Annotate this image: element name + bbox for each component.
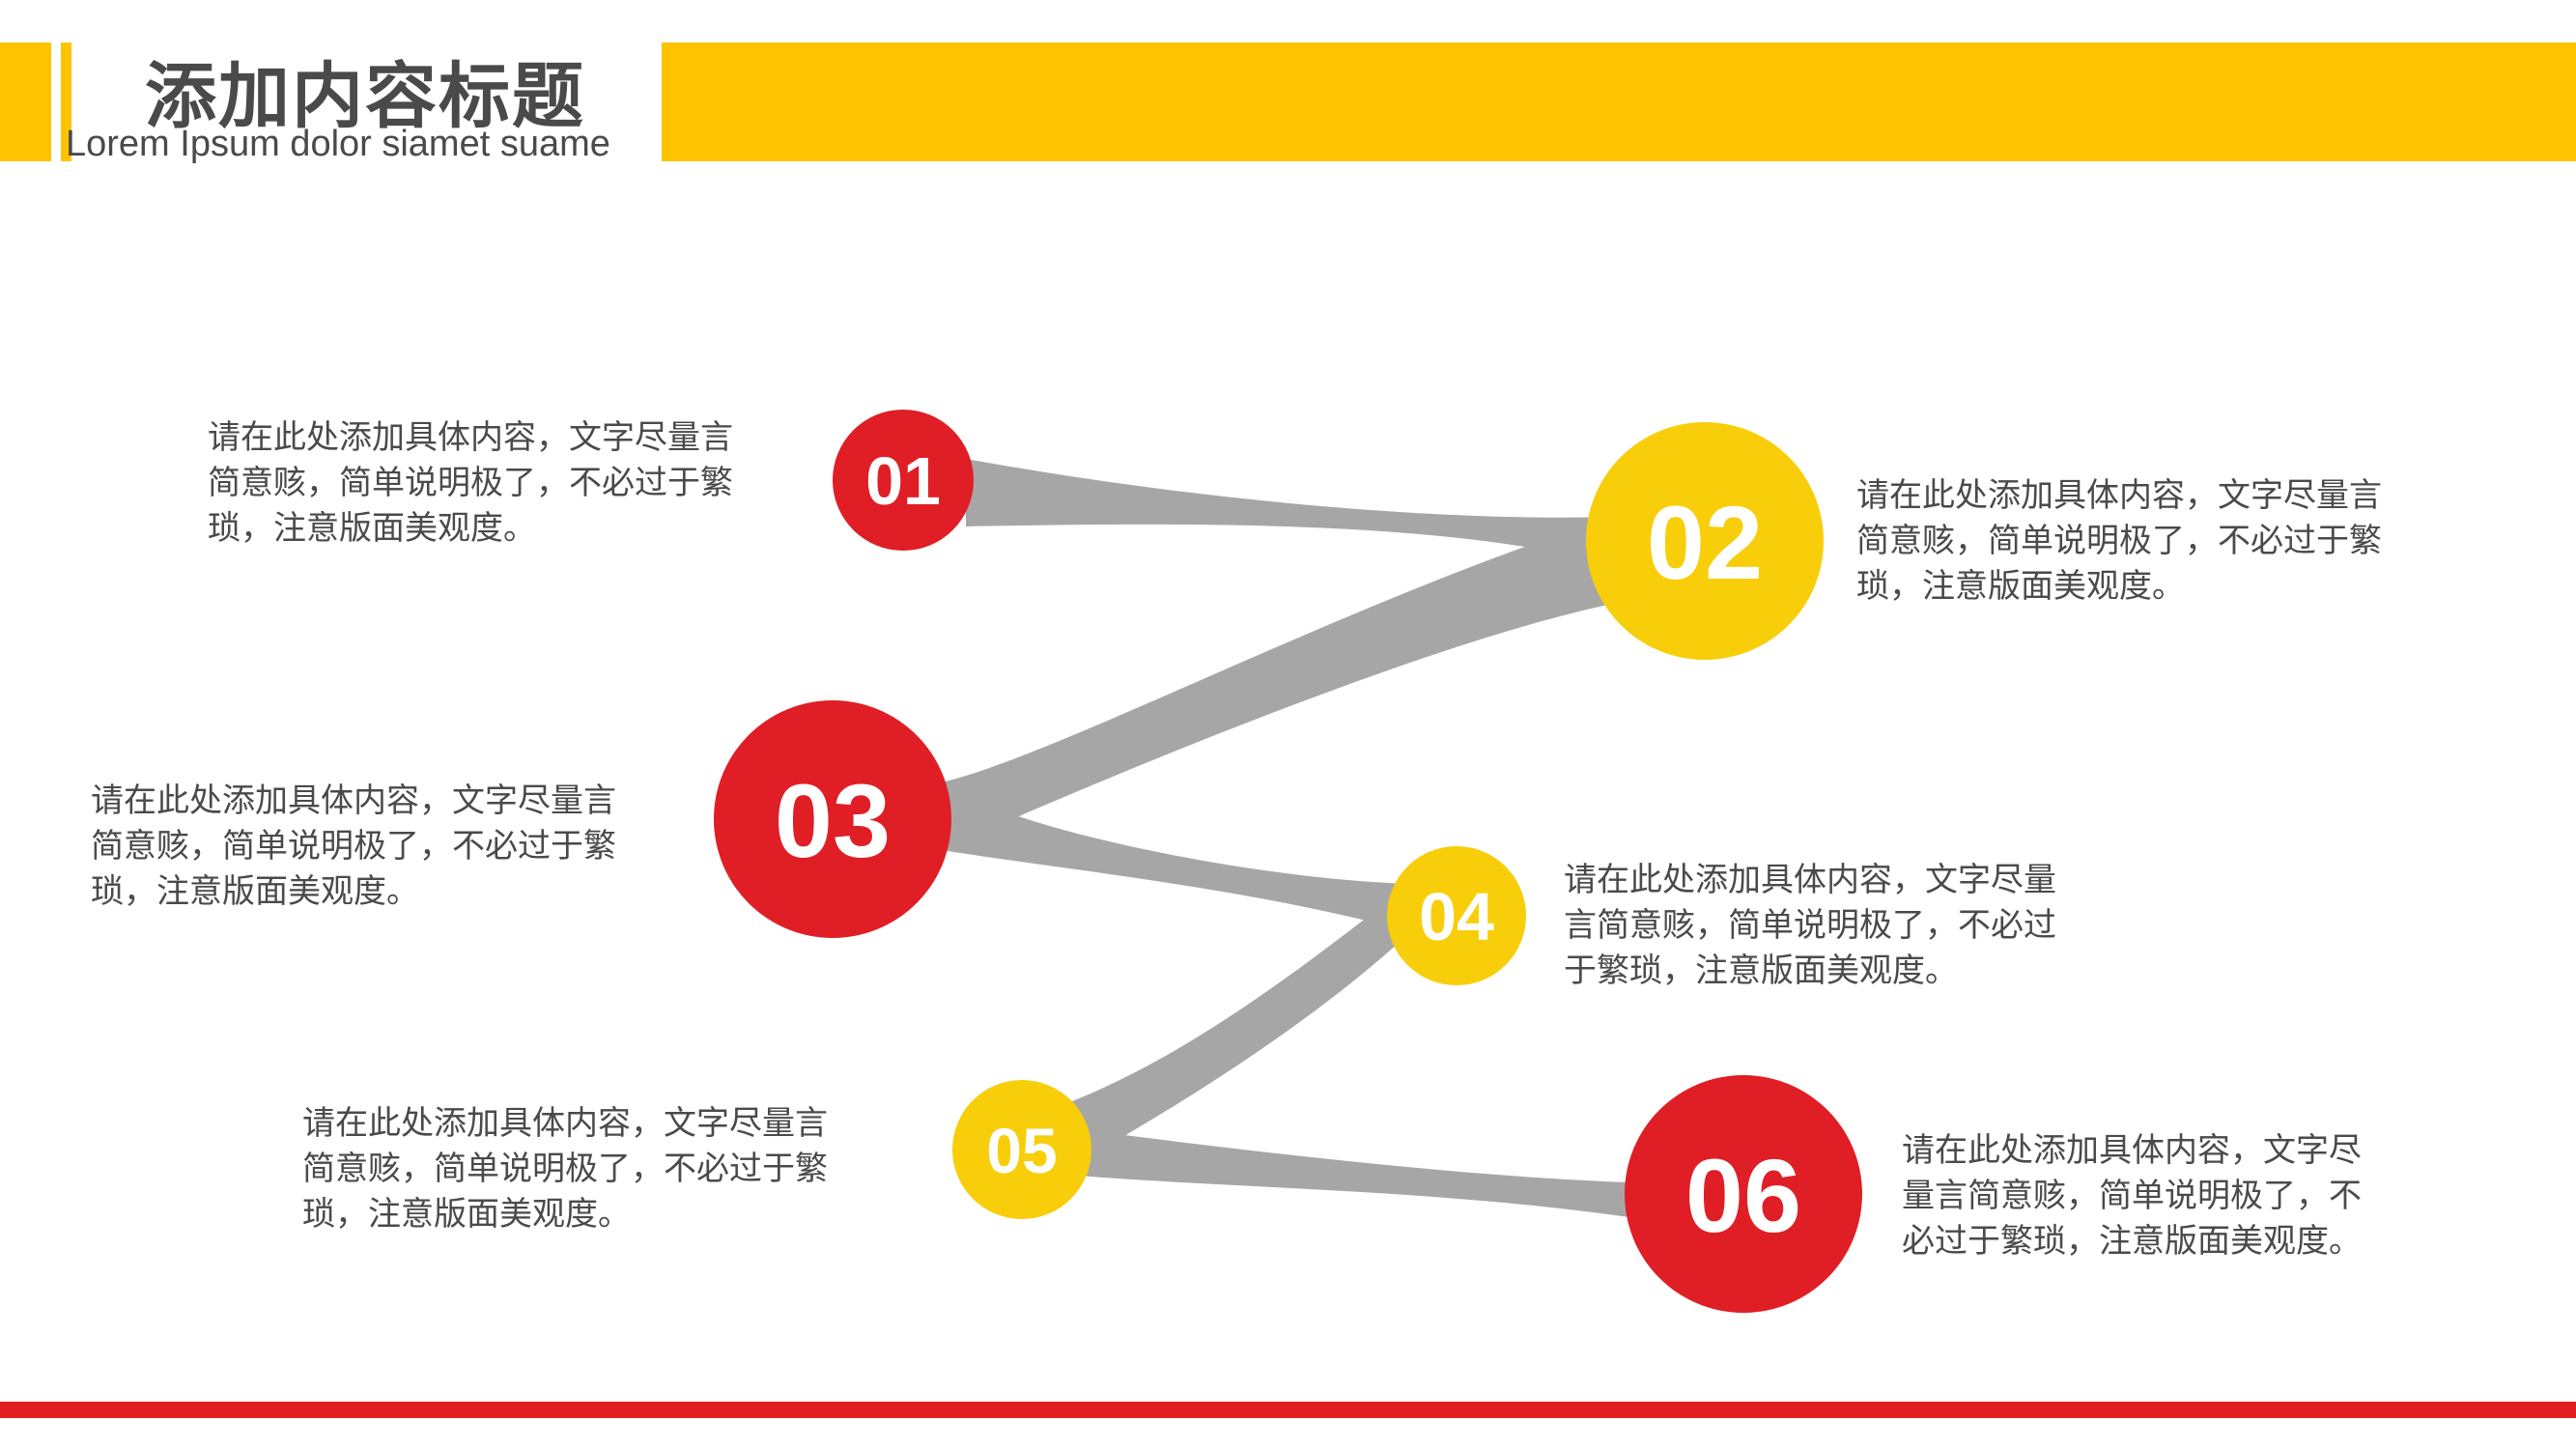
connectors [942, 459, 1661, 1222]
step-05-node: 05 [952, 1080, 1091, 1219]
step-06-description: 请在此处添加具体内容，文字尽量言简意赅，简单说明极了，不必过于繁琐，注意版面美观… [1902, 1128, 2362, 1264]
step-04-node: 04 [1387, 846, 1526, 985]
step-03-circle [714, 700, 951, 938]
step-06-number: 06 [1685, 1137, 1801, 1254]
step-05-number: 05 [986, 1115, 1057, 1186]
connector-01-02 [966, 459, 1613, 565]
step-06-node: 06 [1625, 1075, 1862, 1313]
description-line: 简意赅，简单说明极了，不必过于繁 [208, 464, 733, 502]
header-accent-bar-thin [61, 43, 71, 161]
description-line: 必过于繁琐，注意版面美观度。 [1902, 1222, 2362, 1261]
description-line: 量言简意赅，简单说明极了，不 [1902, 1177, 2362, 1215]
page-title: 添加内容标题 [145, 55, 585, 138]
connector-03-04 [942, 782, 1410, 932]
description-line: 请在此处添加具体内容，文字尽量言 [91, 781, 616, 820]
step-05-description: 请在此处添加具体内容，文字尽量言简意赅，简单说明极了，不必过于繁琐，注意版面美观… [302, 1101, 828, 1237]
step-04-description: 请在此处添加具体内容，文字尽量言简意赅，简单说明极了，不必过于繁琐，注意版面美观… [1564, 858, 2056, 994]
connector-04-05 [1014, 884, 1410, 1174]
description-line: 请在此处添加具体内容，文字尽量言 [1856, 476, 2382, 515]
description-line: 简意赅，简单说明极了，不必过于繁 [1856, 522, 2382, 560]
description-line: 于繁琐，注意版面美观度。 [1564, 952, 1958, 990]
description-line: 琐，注意版面美观度。 [302, 1195, 631, 1234]
header-accent-bar-right [662, 43, 2576, 161]
step-circles: 01 02 03 04 05 06 [714, 410, 1862, 1313]
step-03-node: 03 [714, 700, 951, 938]
description-line: 简意赅，简单说明极了，不必过于繁 [91, 827, 616, 866]
header-accent-bar-left [0, 43, 51, 161]
step-01-node: 01 [833, 410, 974, 551]
connector-05-06 [1014, 1121, 1661, 1222]
step-03-description: 请在此处添加具体内容，文字尽量言简意赅，简单说明极了，不必过于繁琐，注意版面美观… [91, 779, 616, 915]
step-04-circle [1387, 846, 1526, 985]
step-02-description: 请在此处添加具体内容，文字尽量言简意赅，简单说明极了，不必过于繁琐，注意版面美观… [1856, 473, 2382, 610]
description-line: 请在此处添加具体内容，文字尽量言 [208, 418, 733, 457]
step-01-circle [833, 410, 974, 551]
step-05-circle [952, 1080, 1091, 1219]
description-line: 琐，注意版面美观度。 [1856, 567, 2185, 606]
step-06-circle [1625, 1075, 1862, 1313]
step-03-number: 03 [775, 762, 891, 879]
step-04-number: 04 [1419, 879, 1494, 954]
description-line: 请在此处添加具体内容，文字尽量言 [302, 1104, 828, 1143]
description-line: 请在此处添加具体内容，文字尽 [1902, 1131, 2362, 1170]
connector-02-03 [942, 517, 1613, 850]
page-subtitle: Lorem Ipsum dolor siamet suame [66, 124, 610, 164]
step-01-number: 01 [865, 443, 941, 519]
description-line: 言简意赅，简单说明极了，不必过 [1564, 906, 2056, 945]
description-line: 简意赅，简单说明极了，不必过于繁 [302, 1150, 828, 1188]
description-line: 琐，注意版面美观度。 [208, 509, 536, 548]
step-02-node: 02 [1586, 422, 1824, 660]
step-02-circle [1586, 422, 1824, 660]
description-line: 请在此处添加具体内容，文字尽量 [1564, 861, 2056, 899]
step-01-description: 请在此处添加具体内容，文字尽量言简意赅，简单说明极了，不必过于繁琐，注意版面美观… [208, 415, 733, 552]
step-02-number: 02 [1647, 484, 1763, 601]
description-line: 琐，注意版面美观度。 [91, 872, 419, 911]
footer-accent-line [0, 1402, 2576, 1418]
